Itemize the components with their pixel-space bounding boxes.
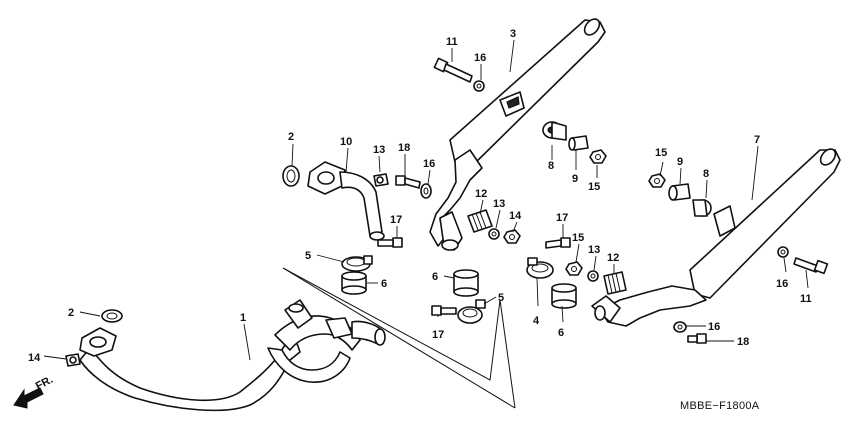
exhaust-pipe [79,299,386,412]
spring-12-lower [603,271,627,295]
sleeve-right [551,283,577,309]
callout-16-a: 16 [474,52,486,64]
nut-a [589,149,607,164]
washer-16-a [473,80,485,92]
muffler-upper [429,18,606,251]
muffler-lower [591,148,841,327]
front-direction-indicator: FR. [13,374,55,409]
washer-16-b [420,183,432,199]
callout-17-b: 17 [432,329,444,341]
callout-10: 10 [340,136,352,148]
callout-15-d: 15 [655,147,667,159]
bolt-17-right [545,237,571,249]
collar-upper [568,135,589,151]
mount-rubber-upper [542,121,567,141]
callout-17-a: 17 [390,214,402,226]
callout-9-a: 9 [572,173,578,185]
callout-16-b: 16 [423,158,435,170]
callout-5-a: 5 [305,250,311,262]
callout-2-a: 2 [288,131,294,143]
callout-16-d: 16 [708,321,720,333]
washer-16-c [777,246,789,258]
callout-13-b: 13 [588,244,600,256]
callout-9-b: 9 [677,156,683,168]
callout-8-b: 8 [703,168,709,180]
nut-d [565,261,583,276]
gasket-rear [282,165,300,187]
callout-13-a: 13 [493,198,505,210]
callout-15-a: 14 [509,210,522,222]
bolt-11-upper [433,57,473,83]
nut-c [503,229,521,244]
callout-3: 3 [510,28,516,40]
bolt-14-lower [65,353,81,367]
callout-11-a: 11 [446,36,458,48]
callout-11-b: 11 [800,293,812,305]
callout-2-b: 2 [68,307,74,319]
bolt-17-upper [377,237,403,248]
bolt-17-middle [431,305,457,316]
washer-13-upper [488,228,500,240]
front-arrow-icon [13,387,44,409]
callout-8-a: 8 [548,160,554,172]
rear-exhaust-pipe [307,161,385,241]
bolt-11-lower [793,257,829,275]
gasket-front [101,309,123,323]
sleeve-left [341,271,367,295]
leader-lines [43,39,809,361]
callout-15-b: 15 [588,181,600,193]
clamp-lower [457,299,486,324]
bolt-18-lower [687,333,707,344]
sleeve-middle [453,269,479,297]
washer-13-lower [587,270,599,282]
washer-16-d [673,321,687,333]
clamp-right [526,257,554,279]
callout-4: 4 [533,315,540,327]
callout-15-c: 15 [572,232,584,244]
callout-14-a: 13 [373,144,385,156]
callout-14-b: 14 [28,352,41,364]
callout-16-c: 16 [776,278,788,290]
callout-7: 7 [754,134,760,146]
callout-6-c: 6 [558,327,564,339]
callout-5-b: 5 [498,292,504,304]
mount-rubber-lower [692,199,712,217]
callout-6-b: 6 [432,271,438,283]
drawing-code: MBBE−F1800A [680,400,760,412]
collar-lower [668,183,691,201]
callout-6-a: 6 [381,278,387,290]
bolt-14-upper [373,173,389,187]
callout-18-a: 18 [398,142,410,154]
clamp-upper [341,255,373,272]
front-label: FR. [34,374,55,393]
assembly-frame [282,267,516,409]
nut-b [648,173,666,188]
callout-17-c: 17 [556,212,568,224]
callout-18-b: 18 [737,336,749,348]
bolt-18-upper [395,175,421,189]
callout-1: 1 [240,312,246,324]
callout-labels: 11 16 3 2 10 13 18 16 17 5 6 6 5 17 12 1… [28,28,812,364]
callout-12-a: 12 [475,188,487,200]
callout-12-b: 12 [607,252,619,264]
